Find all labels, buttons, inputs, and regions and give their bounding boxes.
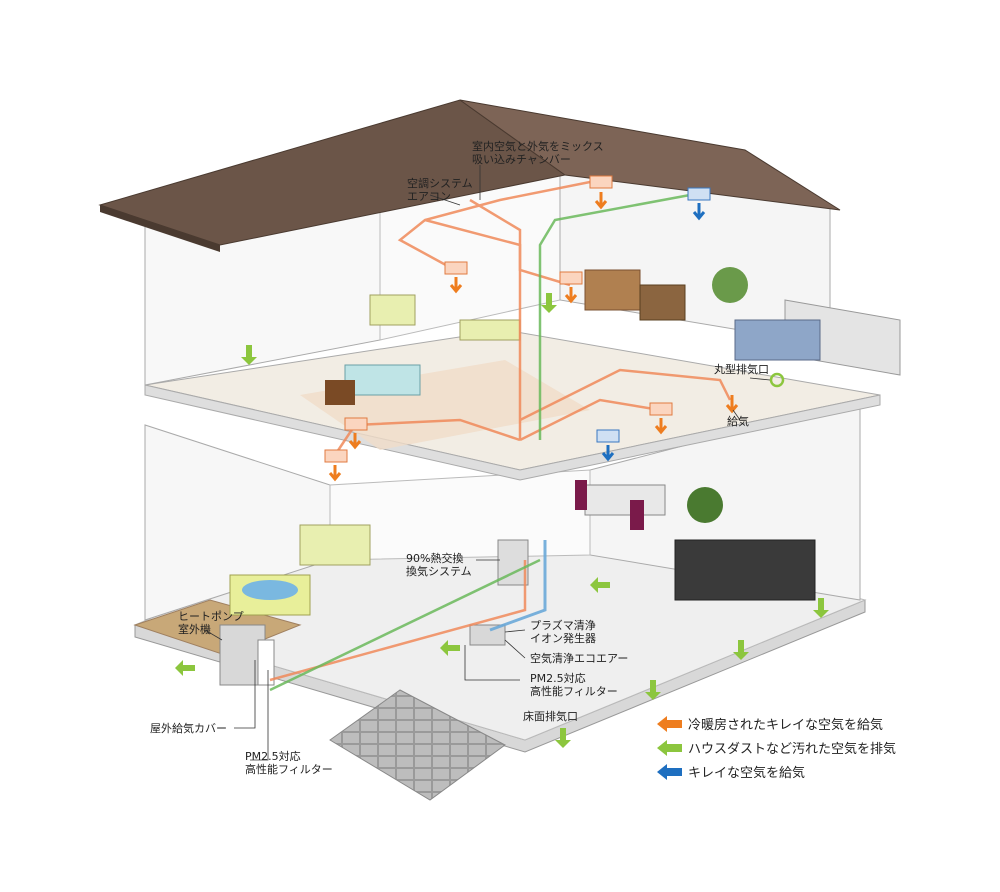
bathtub-water	[242, 580, 298, 600]
supply-vent-lr-3	[649, 402, 673, 435]
label-chamber-1: 室内空気と外気をミックス	[472, 139, 604, 153]
label-aircon-1: 空調システム	[407, 176, 473, 190]
plant-upstairs	[712, 267, 748, 303]
legend-label-green: ハウスダストなど汚れた空気を排気	[688, 741, 896, 757]
label-floor-exhaust: 床面排気口	[523, 709, 578, 723]
orange-arrow-icon	[657, 716, 682, 732]
shelf	[639, 284, 686, 321]
bed-upstairs	[734, 319, 821, 361]
label-pm25-center-1: PM2.5対応	[530, 671, 586, 685]
eco-air-unit	[469, 624, 506, 646]
supply-vent-lr-2	[324, 449, 348, 482]
kitchen-counter	[299, 524, 371, 566]
blue-arrow-icon	[657, 764, 682, 780]
label-heat-exchange-2: 換気システム	[406, 564, 472, 578]
middle-floor-edge	[144, 384, 881, 481]
desk	[584, 269, 641, 311]
supply-vent-top	[589, 175, 613, 210]
green-arrow-icon	[657, 740, 682, 756]
outdoor-intake	[257, 639, 275, 686]
headboard	[325, 380, 355, 405]
blue-ducts	[489, 540, 547, 632]
supply-vent-bedroom-mid	[725, 395, 739, 414]
supply-vent-study	[559, 271, 583, 304]
orange-ducts	[269, 178, 732, 682]
green-ducts	[269, 193, 691, 692]
legend-item-orange: 冷暖房されたキレイな空気を給気	[657, 716, 883, 733]
toilet-upstairs	[369, 294, 416, 326]
label-aircon-2: エアコン	[407, 190, 451, 203]
floor-highlight	[300, 360, 590, 450]
label-pm25-center-2: 高性能フィルター	[530, 684, 618, 698]
legend-label-orange: 冷暖房されたキレイな空気を給気	[688, 717, 883, 733]
round-exhaust-vent	[769, 372, 785, 388]
label-outdoor-cover: 屋外給気カバー	[150, 721, 227, 735]
supply-vent-bedroom-upper	[444, 261, 468, 294]
roof-edge	[100, 205, 220, 252]
legend-item-blue: キレイな空気を給気	[657, 764, 805, 781]
label-heat-pump-1: ヒートポンプ	[178, 610, 244, 623]
plant-ground	[687, 487, 723, 523]
label-heat-exchange-1: 90%熱交換	[406, 551, 463, 565]
label-chamber-2: 吸い込みチャンバー	[472, 153, 571, 166]
dining-table	[584, 484, 666, 516]
roof-right	[459, 99, 841, 211]
leader-lines	[204, 165, 771, 761]
blue-vent-top	[687, 187, 711, 221]
legend-label-blue: キレイな空気を給気	[688, 765, 805, 781]
legend: 冷暖房されたキレイな空気を給気 ハウスダストなど汚れた空気を排気 キレイな空気を…	[657, 716, 896, 781]
label-plasma-2: イオン発生器	[530, 631, 596, 645]
legend-item-green: ハウスダストなど汚れた空気を排気	[657, 740, 896, 757]
label-pm25-left-2: 高性能フィルター	[245, 762, 333, 776]
label-plasma-1: プラズマ清浄	[530, 618, 596, 632]
label-supply: 給気	[727, 414, 749, 428]
blue-vent-ground	[596, 429, 620, 462]
label-eco-air: 空気清浄エコエアー	[530, 651, 628, 665]
floor-exhaust-vents	[175, 293, 829, 748]
supply-vent-lr-1	[344, 417, 368, 450]
label-heat-pump-2: 室外機	[178, 622, 211, 636]
dining-chair-1	[575, 480, 587, 510]
bed-middle	[344, 364, 421, 396]
sofa-upstairs	[459, 319, 521, 341]
label-pm25-left-1: PM2.5対応	[245, 749, 301, 763]
sofa-ground	[674, 539, 816, 601]
dining-chair-2	[630, 500, 644, 530]
tile-path	[329, 689, 506, 801]
label-round-exhaust: 丸型排気口	[714, 362, 769, 376]
